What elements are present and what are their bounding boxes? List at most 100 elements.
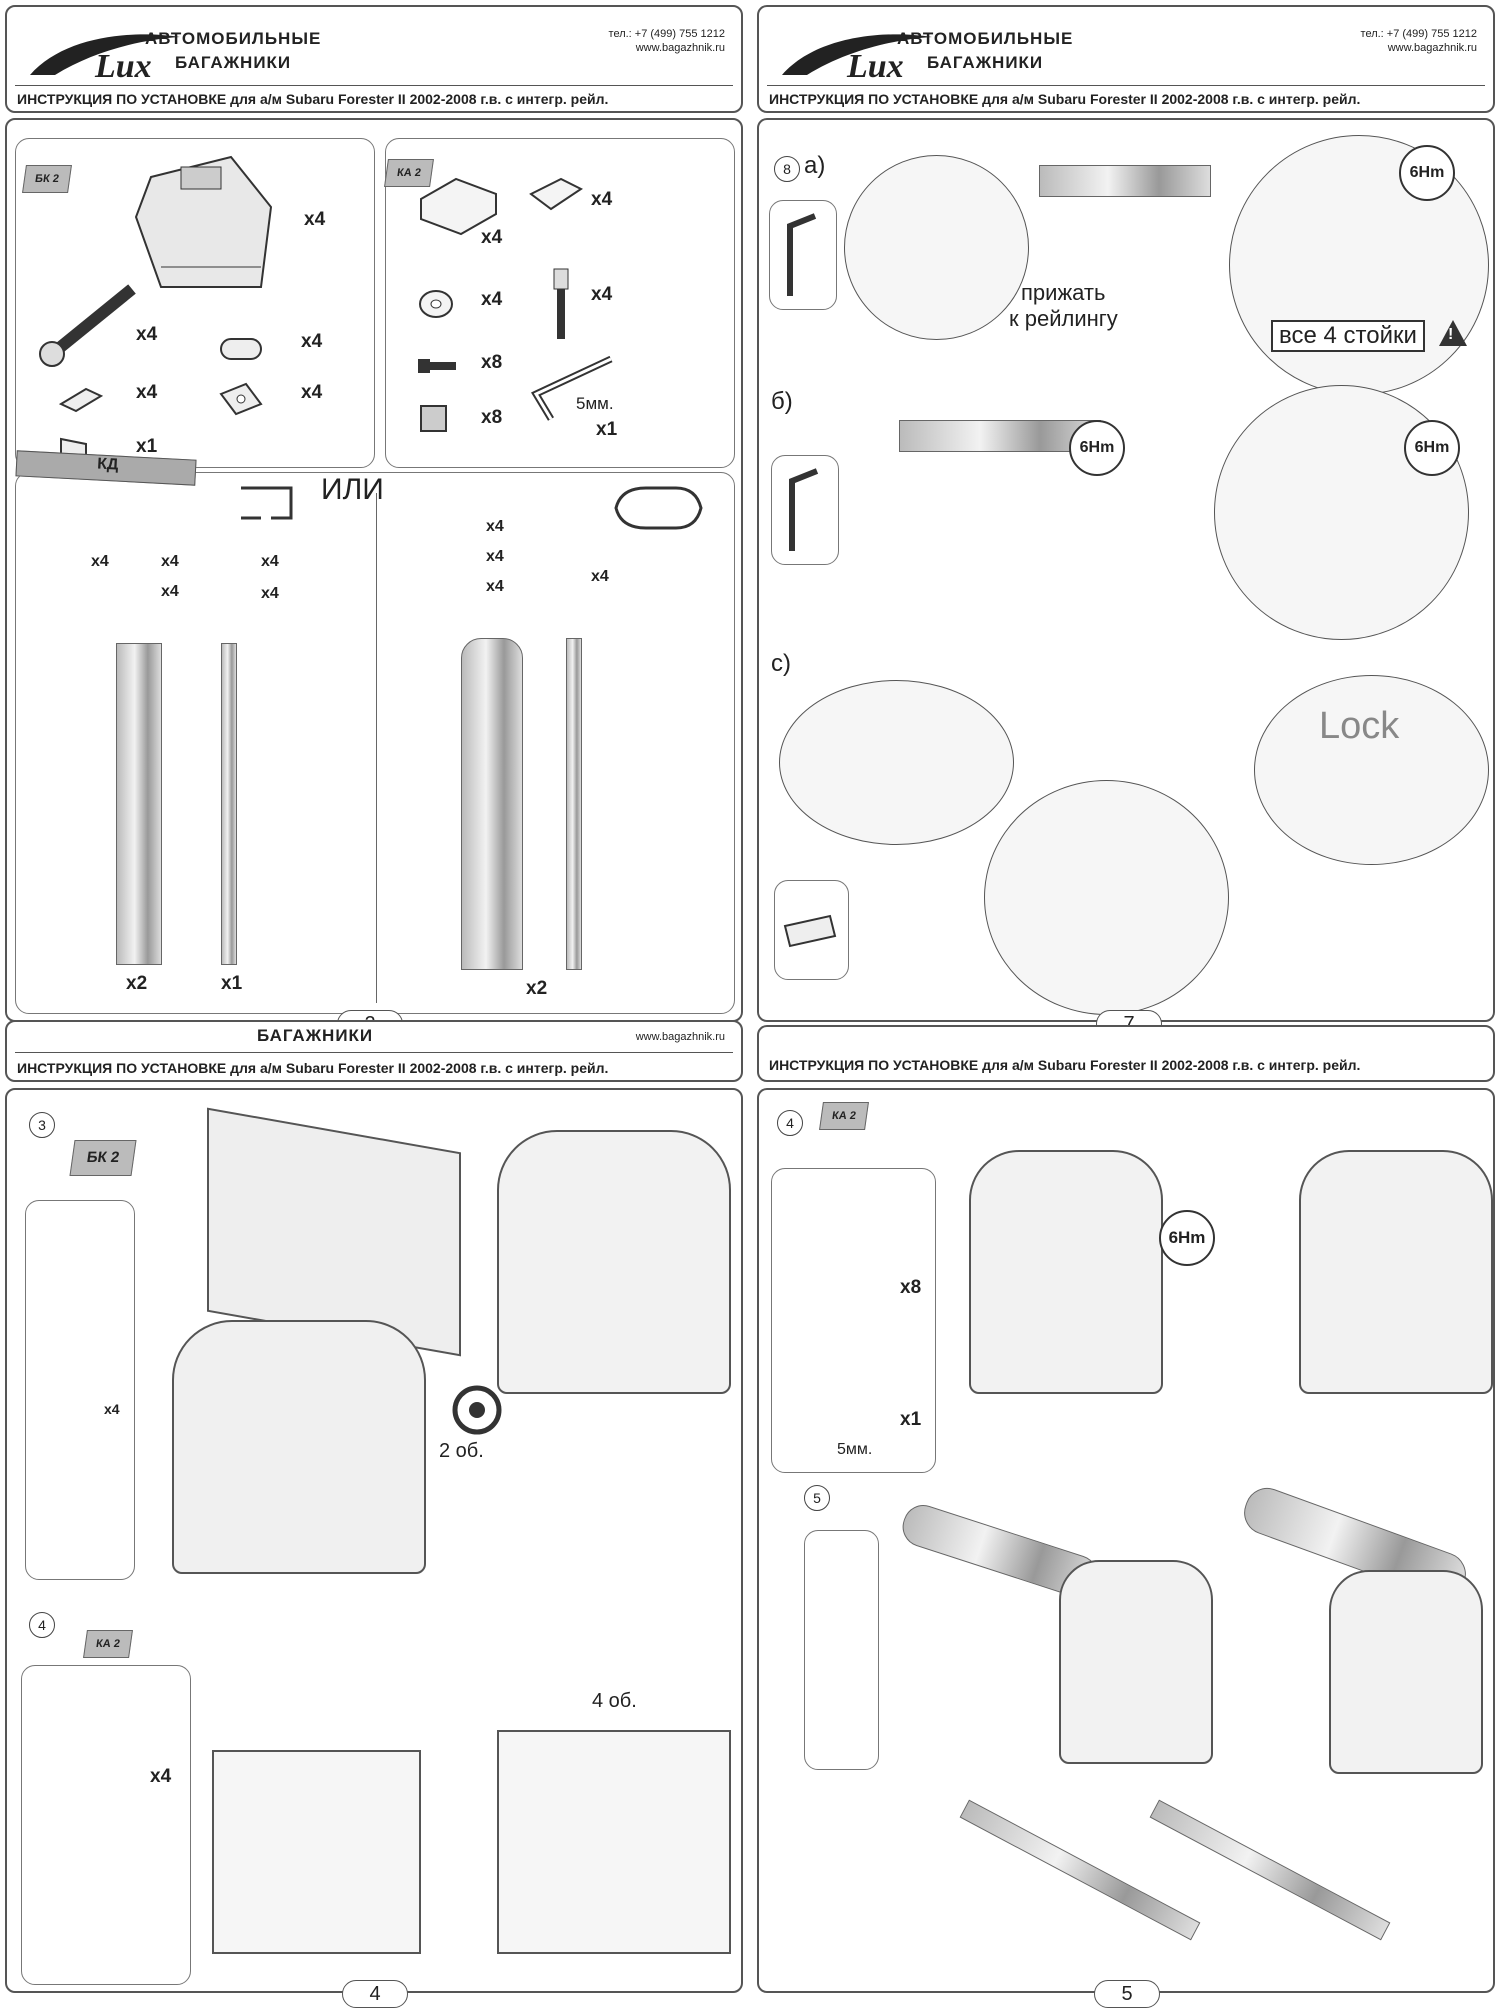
page-2-frame: БК 2 x4 x4 x4 x4 x4 x1 КА 2 x4 x4 x4 x4 … [5, 118, 743, 1038]
left-set-qty-4: x4 [161, 583, 179, 600]
rails-panel: КД ИЛИ x4 x4 x4 x4 x4 x2 x1 x4 x4 x4 x4 … [15, 450, 735, 1014]
phone-number: тел.: +7 (499) 755 1212 [608, 28, 725, 40]
crossbar-a [1039, 165, 1211, 197]
warning-mark: ! [1448, 326, 1454, 343]
header-divider-p7 [767, 85, 1485, 86]
instruction-title-p7: ИНСТРУКЦИЯ ПО УСТАНОВКЕ для а/м Subaru F… [769, 91, 1361, 107]
hex-key-icon [531, 355, 613, 421]
page-2-header-frame: Lux АВТОМОБИЛЬНЫЕ БАГАЖНИКИ тел.: +7 (49… [5, 5, 743, 113]
key-box-c [774, 880, 849, 980]
box-label-ka2-p4: КА 2 [83, 1630, 133, 1658]
step-3-circle: 3 [29, 1112, 55, 1138]
page-4-frame: 3 БК 2 x4 2 об. 4 КА 2 x4 4 об. 4 [5, 1088, 743, 2008]
left-set-qty-5: x4 [261, 585, 279, 602]
foot-qty: x4 [304, 209, 326, 230]
step-8-circle: 8 [774, 156, 800, 182]
plate-icon [58, 387, 104, 413]
header-divider-p4 [15, 1052, 733, 1053]
page-4-header-frame: БАГАЖНИКИ www.bagazhnik.ru ИНСТРУКЦИЯ ПО… [5, 1020, 743, 1082]
right-set-qty-4: x4 [486, 578, 504, 595]
parts-list-step4: x4 [21, 1665, 191, 1985]
sub-step-b: б) [771, 388, 793, 415]
step-4-circle-p5: 4 [777, 1110, 803, 1136]
turns-4-label: 4 об. [592, 1690, 637, 1712]
phone-number-p7: тел.: +7 (499) 755 1212 [1360, 28, 1477, 40]
right-set-qty-3: x4 [591, 568, 609, 585]
svg-text:Lux: Lux [846, 48, 904, 85]
hex-key-box-b [771, 455, 839, 565]
qty-8-label: x8 [900, 1277, 922, 1298]
strip-left-qty: x1 [221, 973, 243, 994]
foot-part-icon [134, 155, 273, 288]
box-label-ka2-p5: КА 2 [819, 1102, 869, 1130]
instruction-title-p4: ИНСТРУКЦИЯ ПО УСТАНОВКЕ для а/м Subaru F… [17, 1060, 609, 1076]
detail-cover-c2 [984, 780, 1229, 1015]
square-plate-icon [219, 382, 263, 416]
bracket-assembly-1 [212, 1750, 421, 1954]
cylinder-qty: x4 [301, 331, 323, 352]
torque-badge-2: 6Hm [1069, 420, 1125, 476]
square-nut-icon [420, 405, 447, 432]
website-p4: www.bagazhnik.ru [635, 1031, 725, 1043]
lock-label: Lock [1319, 705, 1400, 747]
step-5-circle-p5: 5 [804, 1485, 830, 1511]
press-text-1: прижать [1021, 280, 1106, 305]
lux-logo-icon: Lux [782, 34, 932, 85]
key-qty: x1 [136, 436, 158, 457]
rail-aero-long [461, 638, 523, 970]
brand-line-2-p7: БАГАЖНИКИ [927, 53, 1044, 72]
page-7-frame: 8 а) прижать к рейлингу 6Hm все 4 стойки… [757, 118, 1495, 1038]
page-7-header-frame: Lux АВТОМОБИЛЬНЫЕ БАГАЖНИКИ тел.: +7 (49… [757, 5, 1495, 113]
parts-qty-step3: x4 [104, 1401, 120, 1417]
parts-list-step3: x4 [25, 1200, 135, 1580]
hex-key-box-a [769, 200, 837, 310]
bracket-icon [420, 177, 497, 236]
long-bolt-icon [39, 284, 136, 367]
brand-line-1-p7: АВТОМОБИЛЬНЫЕ [897, 29, 1074, 48]
foot-rail-insert [1059, 1560, 1213, 1764]
torque-badge-3: 6Hm [1404, 420, 1460, 476]
turns-2-label: 2 об. [439, 1440, 484, 1462]
rail-left-qty: x2 [126, 973, 148, 994]
sub-step-a: а) [804, 152, 826, 179]
parts-list-step4-p5: x8 x1 5мм. [771, 1168, 936, 1473]
hex-key-qty: x1 [596, 419, 618, 440]
left-set-qty-1: x4 [91, 553, 109, 570]
torque-badge-1: 6Hm [1399, 145, 1455, 201]
screw-qty: x8 [481, 352, 503, 373]
sub-step-c: с) [771, 650, 791, 677]
detail-lock-c3 [1254, 675, 1489, 865]
plate-qty: x4 [136, 382, 158, 403]
foot-cylinder-insert [497, 1130, 731, 1394]
left-set-qty-2: x4 [161, 553, 179, 570]
step-4-circle: 4 [29, 1612, 55, 1638]
brand-line-2: БАГАЖНИКИ [175, 53, 292, 72]
or-divider [376, 493, 377, 1003]
hex-key-size-p5: 5мм. [837, 1441, 873, 1458]
foot-assembled [172, 1320, 426, 1574]
svg-text:Lux: Lux [94, 48, 152, 85]
page-5-header-frame: ИНСТРУКЦИЯ ПО УСТАНОВКЕ для а/м Subaru F… [757, 1025, 1495, 1082]
hex-key-icon [789, 468, 819, 551]
bracket-qty-a: x4 [481, 227, 503, 248]
press-text-2: к рейлингу [1009, 306, 1118, 331]
long-bolt-qty: x4 [136, 324, 158, 345]
rail-square-long [116, 643, 162, 965]
brand-line-2-p4: БАГАЖНИКИ [257, 1026, 374, 1045]
rail-strip-square [221, 643, 237, 965]
rail-strip-aero [566, 638, 582, 970]
warning-icon [1439, 320, 1467, 346]
crossbar-b [899, 420, 1101, 452]
parts-qty-step4: x4 [150, 1766, 172, 1787]
washer-icon [419, 290, 453, 318]
instruction-title-p5: ИНСТРУКЦИЯ ПО УСТАНОВКЕ для а/м Subaru F… [769, 1057, 1361, 1073]
hex-key-size: 5мм. [576, 394, 614, 413]
bracket-qty-b: x4 [591, 189, 613, 210]
page-number-4: 4 [342, 1980, 408, 2008]
cylinder-icon [220, 338, 262, 360]
box-label-bk2-p4: БК 2 [69, 1140, 137, 1176]
key-icon [783, 914, 837, 948]
instruction-title: ИНСТРУКЦИЯ ПО УСТАНОВКЕ для а/м Subaru F… [17, 91, 609, 107]
